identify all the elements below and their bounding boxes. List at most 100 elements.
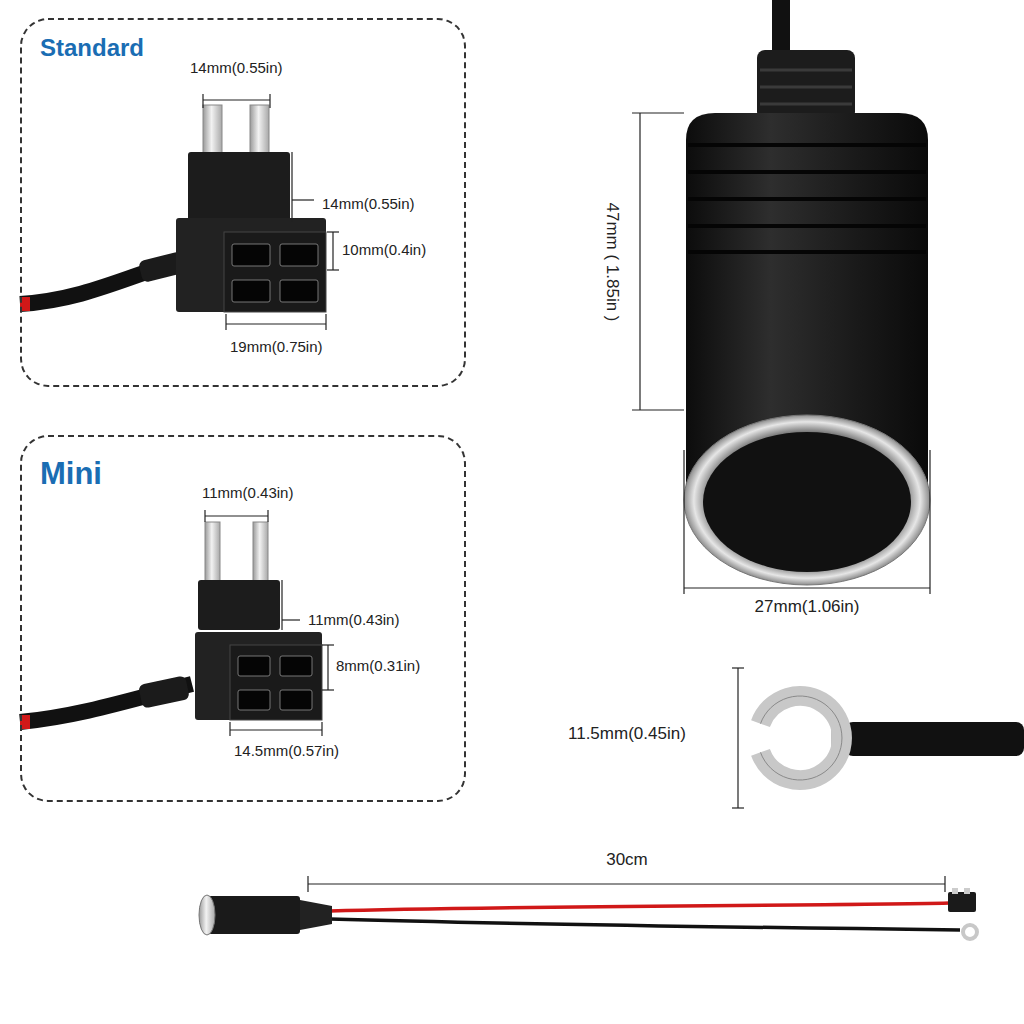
mini-fuse-tap-part: [280, 656, 312, 676]
standard-fuse-tap-part: [232, 244, 270, 266]
socket-illustration-part-part: [688, 250, 926, 254]
dimension-lines-part: [321, 722, 322, 736]
dimension-lines-part: [205, 515, 268, 516]
mini-fuse-tap-part: [238, 656, 270, 676]
cable-assembly-part: [944, 876, 945, 892]
cable-assembly-part: [330, 919, 960, 930]
fork-terminal: [732, 668, 1024, 808]
diameter-dimension: 27mm(1.06in): [755, 597, 860, 617]
dimension-lines-part: [325, 314, 326, 330]
dimension-lines-part: [269, 94, 270, 108]
dimension-lines-part: [632, 409, 684, 410]
standard-fuse-tap-part: [232, 280, 270, 302]
standard-fuse-tap: [20, 105, 326, 312]
dimension-label: 8mm(0.31in): [336, 657, 420, 675]
dimension-label: 10mm(0.4in): [342, 241, 426, 259]
fork-terminal-part: [761, 696, 842, 780]
cable-assembly-part: [307, 876, 308, 892]
dimension-lines-part: [327, 645, 328, 690]
dimension-label: 19mm(0.75in): [230, 338, 323, 356]
fork-terminal-part: [732, 667, 744, 668]
socket-illustration-part-part: [688, 170, 926, 174]
socket-illustration-part-part: [688, 143, 926, 147]
cable-assembly-part: [199, 895, 215, 935]
dimension-lines-part: [684, 587, 930, 588]
dimension-lines-part: [683, 450, 684, 594]
socket-illustration-part-part: [760, 103, 852, 106]
dimension-lines-part: [202, 94, 203, 108]
socket-illustration: [684, 0, 930, 585]
dimension-lines: [203, 94, 339, 330]
dimension-lines-part: [292, 199, 314, 200]
standard-fuse-tap-part: [188, 152, 290, 222]
cable-assembly-part: [300, 900, 332, 930]
mini-fuse-tap-part: [280, 690, 312, 710]
length-dimension: 30cm: [606, 850, 648, 870]
dimension-lines-part: [332, 232, 333, 270]
fork-terminal-part: [845, 722, 1024, 756]
dimension-label: 14mm(0.55in): [190, 59, 283, 77]
socket-illustration-part-part: [760, 69, 852, 72]
cable-assembly-part: [330, 903, 950, 911]
dimension-label: 11mm(0.43in): [308, 611, 399, 629]
dimension-lines-part: [327, 231, 339, 232]
mini-fuse-tap-part: [195, 632, 322, 720]
standard-fuse-tap-part: [250, 105, 269, 160]
dimension-lines-part: [322, 644, 334, 645]
dimension-label: 14mm(0.55in): [322, 195, 415, 213]
dimension-lines-part: [281, 580, 282, 630]
mini-fuse-tap-part: [253, 522, 268, 584]
socket-illustration-part: [684, 415, 930, 585]
fork-terminal-part: [732, 807, 744, 808]
mini-fuse-tap-part: [138, 675, 190, 708]
dimension-lines-part: [225, 314, 226, 330]
dimension-lines-part: [230, 729, 322, 730]
mini-fuse-tap-part: [238, 690, 270, 710]
dimension-lines-part: [267, 510, 268, 522]
standard-fuse-tap-part: [203, 105, 222, 160]
socket-illustration-part: [688, 145, 926, 252]
standard-fuse-tap-part: [224, 232, 326, 312]
dimension-lines-part: [291, 152, 292, 222]
cable-assembly-part: [952, 888, 958, 894]
socket-illustration-part-part: [688, 197, 926, 201]
dimension-lines-part: [229, 722, 230, 736]
mini-fuse-tap-part: [198, 580, 280, 630]
socket-illustration-part: [760, 70, 852, 104]
cable-assembly-part: [963, 925, 977, 939]
dimension-label: 14.5mm(0.57in): [234, 742, 339, 760]
dimension-lines-part: [203, 99, 270, 100]
socket-illustration-part: [703, 432, 911, 572]
dimension-label: 11mm(0.43in): [202, 484, 293, 502]
dimension-lines-part: [322, 689, 334, 690]
height-dimension: 47mm ( 1.85in ): [602, 202, 622, 321]
mini-fuse-tap-part: [205, 522, 220, 584]
standard-fuse-tap-part: [280, 280, 318, 302]
variant-title: Mini: [40, 455, 102, 492]
dimension-lines: [632, 113, 930, 594]
cable-assembly-part: [964, 888, 970, 894]
socket-illustration-part: [757, 50, 855, 120]
dimension-lines-part: [226, 323, 326, 324]
mini-fuse-tap-part: [230, 645, 322, 720]
dimension-lines-part: [639, 113, 640, 410]
mini-fuse-tap: [20, 522, 322, 729]
dimension-lines-part: [327, 269, 339, 270]
cable-assembly: [199, 876, 977, 939]
socket-illustration-part-part: [760, 86, 852, 89]
fork-terminal-part: [761, 696, 842, 780]
variant-title: Standard: [40, 34, 144, 63]
socket-illustration-part-part: [688, 224, 926, 228]
dimension-lines-part: [632, 112, 684, 113]
fork-terminal-part: [737, 668, 738, 808]
standard-fuse-tap-part: [176, 218, 326, 312]
cable-assembly-part: [308, 883, 945, 884]
dimension-lines-part: [929, 450, 930, 594]
cable-assembly-part: [948, 892, 976, 912]
cable-assembly-part: [207, 896, 300, 934]
dimension-lines-part: [204, 510, 205, 522]
variant-panel: Standard 14mm(0.55in) 14mm(0.55in) 10mm(0.4…: [20, 18, 466, 387]
dimension-lines-part: [282, 619, 300, 620]
